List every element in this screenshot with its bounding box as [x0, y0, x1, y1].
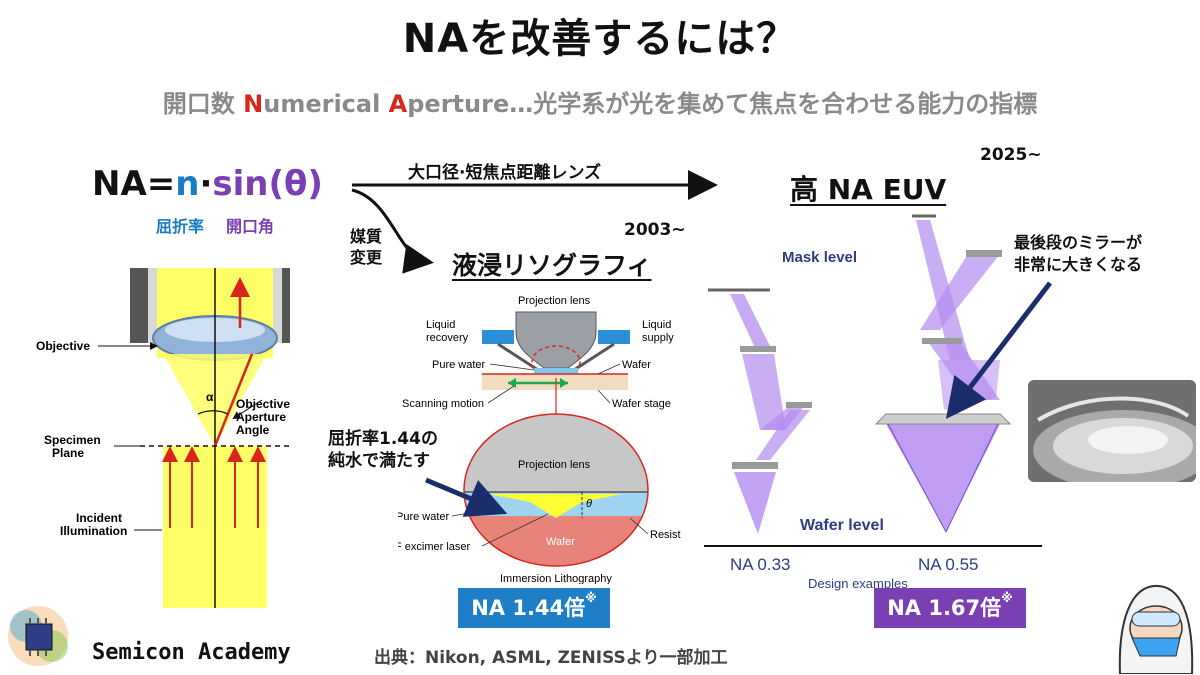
na-formula: NA=n·sin(θ): [92, 164, 323, 204]
mirror-callout-line2: 非常に大きくなる: [1014, 255, 1143, 274]
label-refractive-index: 屈折率: [156, 217, 205, 236]
pure-water-label: Pure water: [432, 359, 486, 371]
microscope-diagram: Objective α Objective Aperture Angle Spe…: [36, 268, 290, 608]
medium-change-line2: 変更: [350, 248, 383, 267]
subtitle-prefix: 開口数: [162, 90, 244, 118]
subtitle-numerical: umerical: [263, 90, 389, 118]
formula-dot: ·: [199, 164, 213, 204]
page-subtitle: 開口数 Numerical Aperture…光学系が光を集めて焦点を合わせる能…: [0, 84, 1200, 119]
water-callout-line2: 純水で満たす: [328, 451, 430, 471]
page-title: NAを改善するには？: [402, 16, 798, 62]
small-projection-lens: [515, 311, 597, 369]
brand-logo-icon: [8, 606, 68, 666]
scanning-motion-label: Scanning motion: [402, 398, 484, 410]
brand-name: Semicon Academy: [92, 640, 291, 665]
mirror-callout-arrow: [945, 281, 1052, 419]
flow-arrows: [351, 170, 718, 274]
formula-n: n: [175, 164, 200, 204]
formula-sin: sin(θ): [212, 164, 323, 204]
medium-change-line1: 媒質: [350, 227, 383, 246]
oaa-line1: Objective: [236, 397, 290, 411]
immersion-caption: Immersion Lithography: [500, 573, 612, 584]
projection-lens-label: Projection lens: [518, 295, 591, 307]
high-na-badge-mark: ※: [1001, 591, 1013, 605]
formula-lhs: NA=: [92, 164, 176, 204]
arf-laser-label: ArF excimer laser: [398, 541, 471, 553]
theta-label: θ: [586, 498, 592, 510]
immersion-heading: 液浸リソグラフィ: [452, 251, 652, 280]
mascot-illustration: [1118, 584, 1194, 674]
mirror-photo: [1028, 380, 1196, 482]
zoom-wafer-label: Wafer: [546, 536, 575, 548]
subtitle-n-letter: N: [243, 90, 264, 118]
high-na-heading: 高 NA EUV: [790, 173, 947, 206]
incident-line2: Illumination: [60, 524, 127, 538]
zoom-pure-water-label: Pure water: [398, 511, 450, 523]
na-high-label: NA 0.55: [918, 555, 979, 574]
wafer-level-label: Wafer level: [800, 517, 884, 534]
water-callout: 屈折率1.44の 純水で満たす: [328, 428, 438, 472]
immersion-year: 2003~: [624, 220, 686, 240]
top-arrow-label: 大口径·短焦点距離レンズ: [408, 163, 602, 183]
zoom-projection-lens-label: Projection lens: [518, 459, 591, 471]
wafer-label: Wafer: [622, 359, 651, 371]
liquid-supply-line2: supply: [642, 332, 674, 344]
wafer-stage-label: Wafer stage: [612, 398, 671, 410]
medium-change-arrow: [351, 188, 434, 274]
mirror-callout: 最後段のミラーが 非常に大きくなる: [1014, 232, 1142, 276]
liquid-supply-line1: Liquid: [642, 319, 671, 331]
high-na-badge-text: NA 1.67倍: [887, 596, 1002, 620]
incident-line1: Incident: [76, 511, 122, 525]
mirror-callout-line1: 最後段のミラーが: [1014, 233, 1143, 252]
objective-label: Objective: [36, 339, 90, 353]
resist-label: Resist: [650, 529, 681, 541]
alpha-label: α: [206, 390, 214, 404]
design-examples-label: Design examples: [808, 576, 908, 591]
subtitle-a-letter: A: [388, 90, 408, 118]
specimen-line1: Specimen: [44, 433, 101, 447]
na-low-label: NA 0.33: [730, 555, 791, 574]
high-na-year: 2025~: [980, 145, 1042, 165]
immersion-badge-mark: ※: [585, 591, 597, 605]
immersion-badge-text: NA 1.44倍: [471, 596, 586, 620]
mask-level-label: Mask level: [782, 249, 857, 266]
immersion-diagram: Projection lens Liquid recovery Liquid s…: [398, 295, 681, 584]
water-callout-arrow: [425, 477, 508, 517]
specimen-line2: Plane: [52, 446, 84, 460]
water-callout-line1: 屈折率1.44の: [328, 429, 438, 449]
liquid-recovery-line2: recovery: [426, 332, 469, 344]
oaa-line2: Aperture: [236, 410, 286, 424]
label-aperture-angle: 開口角: [226, 217, 275, 236]
immersion-na-badge: NA 1.44倍※: [458, 588, 610, 628]
liquid-recovery-line1: Liquid: [426, 319, 455, 331]
oaa-line3: Angle: [236, 423, 270, 437]
high-na-badge: NA 1.67倍※: [874, 588, 1026, 628]
subtitle-rest: perture…光学系が光を集めて焦点を合わせる能力の指標: [407, 90, 1038, 118]
medium-change-label: 媒質 変更: [350, 226, 382, 268]
source-note: 出典：Nikon, ASML, ZENISSより一部加工: [374, 648, 728, 668]
